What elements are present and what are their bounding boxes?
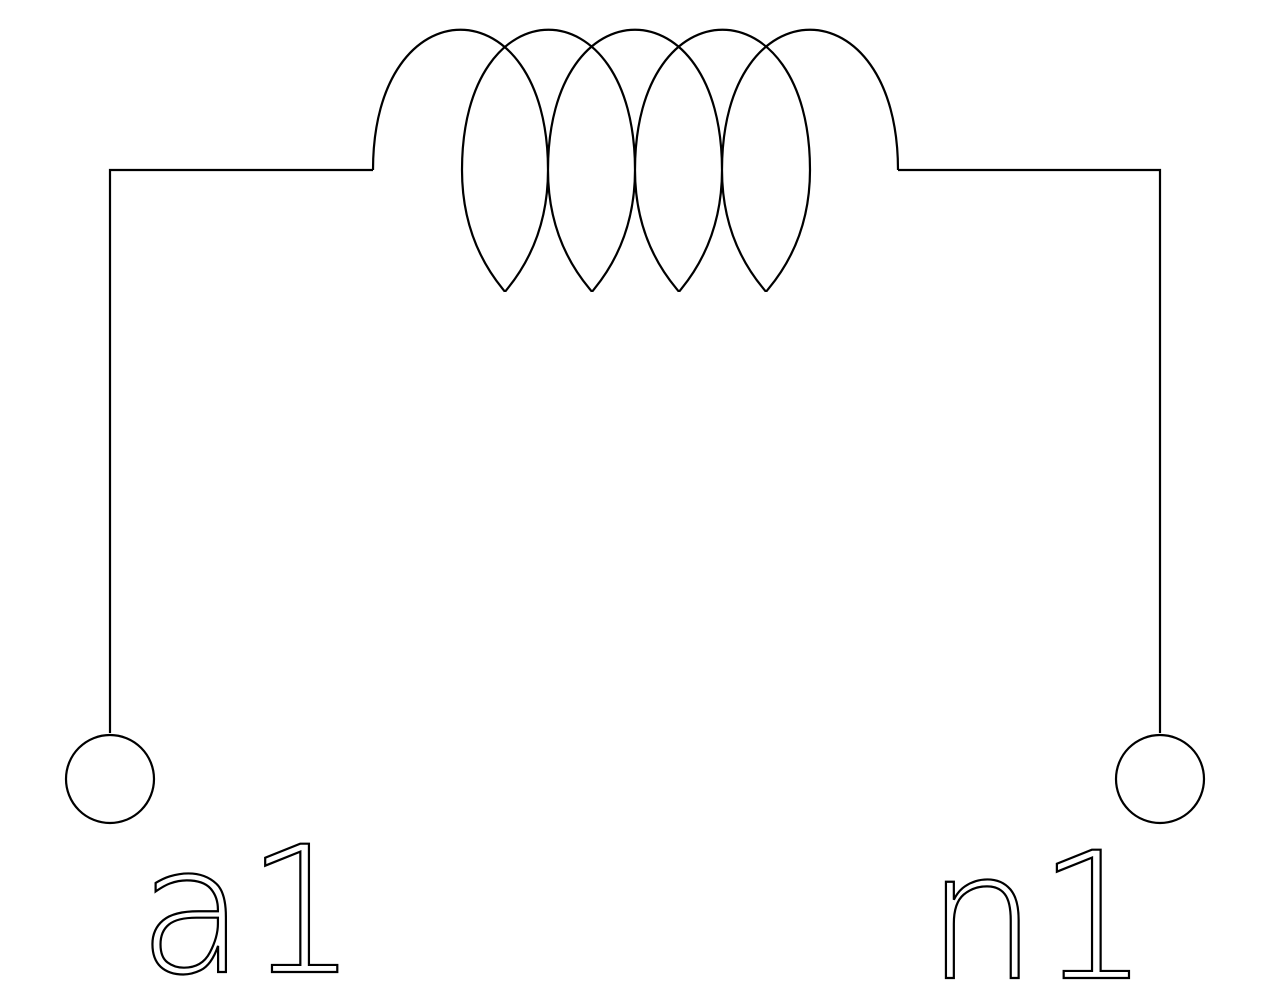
right-lead-wire xyxy=(898,168,1162,733)
terminal-n1-circle[interactable] xyxy=(1114,733,1206,825)
terminal-a1-circle[interactable] xyxy=(64,733,156,825)
terminal-a1-label: a1 xyxy=(138,809,358,1003)
left-lead-wire xyxy=(108,168,373,733)
inductor-coil xyxy=(371,28,900,293)
terminal-n1-label: n1 xyxy=(926,815,1150,1003)
